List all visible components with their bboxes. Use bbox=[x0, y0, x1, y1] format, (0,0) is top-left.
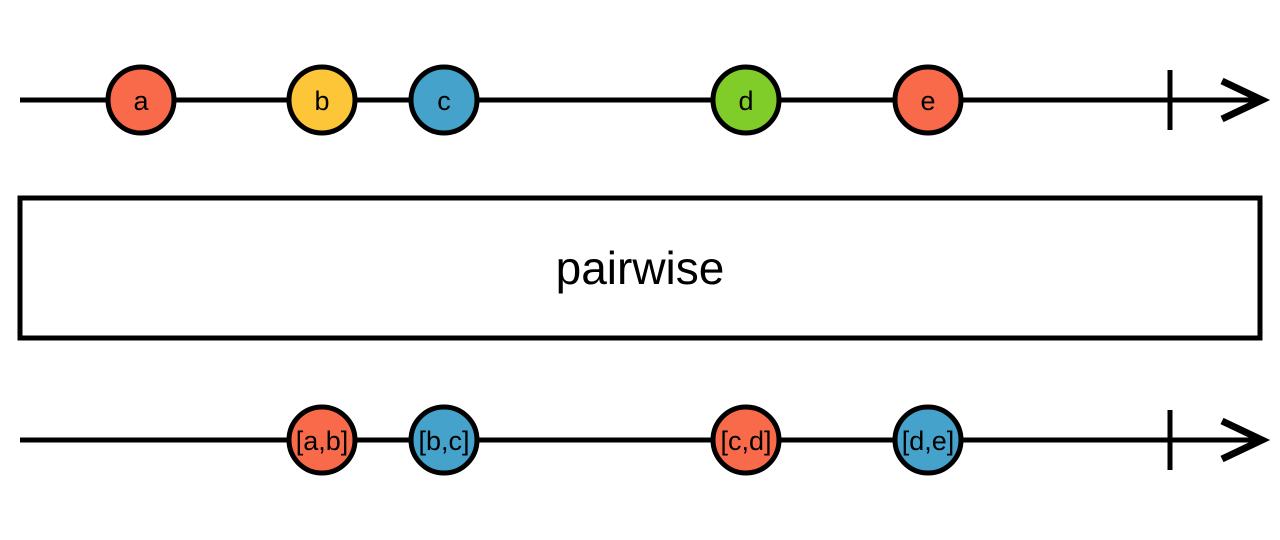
result-timeline-arrowhead-icon bbox=[1220, 417, 1271, 463]
operator-label: pairwise bbox=[556, 242, 725, 294]
operator-box-rect bbox=[17, 195, 1263, 341]
marble[interactable]: [b,c] bbox=[408, 404, 480, 476]
marble-circle bbox=[408, 404, 480, 476]
marble-circle bbox=[286, 404, 358, 476]
marble-circle bbox=[892, 404, 964, 476]
marble[interactable]: [c,d] bbox=[710, 404, 782, 476]
marble-circle bbox=[408, 64, 480, 136]
marble[interactable]: d bbox=[710, 64, 782, 136]
marble-circle bbox=[710, 64, 782, 136]
source-timeline-arrowhead-icon bbox=[1220, 77, 1271, 123]
marble[interactable]: b bbox=[286, 64, 358, 136]
marble[interactable]: c bbox=[408, 64, 480, 136]
operator-box[interactable]: pairwise bbox=[17, 195, 1263, 341]
marble[interactable]: e bbox=[892, 64, 964, 136]
marble-circle bbox=[105, 64, 177, 136]
marble-circle bbox=[892, 64, 964, 136]
marble[interactable]: [a,b] bbox=[286, 404, 358, 476]
marble[interactable]: [d,e] bbox=[892, 404, 964, 476]
marble-circle bbox=[286, 64, 358, 136]
marble[interactable]: a bbox=[105, 64, 177, 136]
marble-circle bbox=[710, 404, 782, 476]
result-timeline: [a,b] [b,c] [c,d] [d,e] bbox=[20, 404, 1271, 476]
